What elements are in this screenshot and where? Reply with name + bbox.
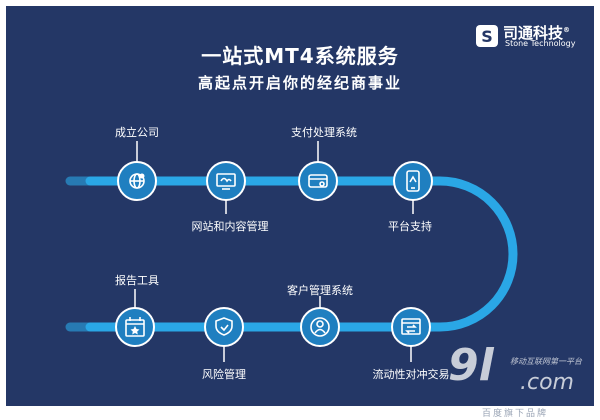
step-node: [117, 161, 157, 201]
brand-name: 司通科技®: [503, 22, 570, 43]
shield-icon: [215, 317, 233, 336]
step-node-circle: [298, 161, 338, 201]
step-node: [300, 307, 340, 347]
step-label: 风险管理: [202, 368, 246, 381]
svg-text:S: S: [481, 27, 493, 46]
globe-pin-icon: [129, 173, 145, 189]
watermark-number: 9l: [448, 340, 494, 391]
step-node-circle: [204, 307, 244, 347]
step-label: 平台支持: [388, 220, 432, 233]
exchange-window-icon: [401, 318, 421, 335]
mobile-phone-icon: [406, 170, 420, 192]
process-track: [85, 176, 518, 332]
step-label: 流动性对冲交易: [372, 368, 450, 381]
watermark-domain: .com: [520, 370, 574, 395]
step-node: [391, 307, 431, 347]
brand-english-name: Stone Technology: [505, 39, 576, 48]
watermark-slogan: 移动互联网第一平台: [510, 357, 582, 366]
watermark-footer: 百度旗下品牌: [482, 409, 549, 419]
step-label: 报告工具: [115, 274, 159, 287]
step-label: 客户管理系统: [287, 284, 353, 297]
step-node: [115, 307, 155, 347]
step-label: 成立公司: [115, 126, 159, 139]
user-icon: [310, 317, 330, 337]
brand-logo: S: [476, 25, 498, 47]
step-label: 支付处理系统: [291, 126, 357, 139]
page-title: 一站式MT4系统服务: [201, 44, 399, 68]
monitor-icon: [216, 173, 236, 190]
step-node: [298, 161, 338, 201]
calendar-star-icon: [125, 317, 145, 337]
step-node: [204, 307, 244, 347]
registered-mark: ®: [563, 26, 571, 34]
step-node-circle: [206, 161, 246, 201]
step-label: 网站和内容管理: [191, 220, 269, 233]
brand-name-text: 司通科技: [503, 24, 564, 42]
brand-logo-icon: S: [481, 27, 493, 46]
step-node-circle: [393, 161, 433, 201]
page-subtitle: 高起点开启你的经纪商事业: [197, 74, 402, 92]
step-node: [393, 161, 433, 201]
payment-card-icon: [308, 174, 328, 188]
step-node: [206, 161, 246, 201]
